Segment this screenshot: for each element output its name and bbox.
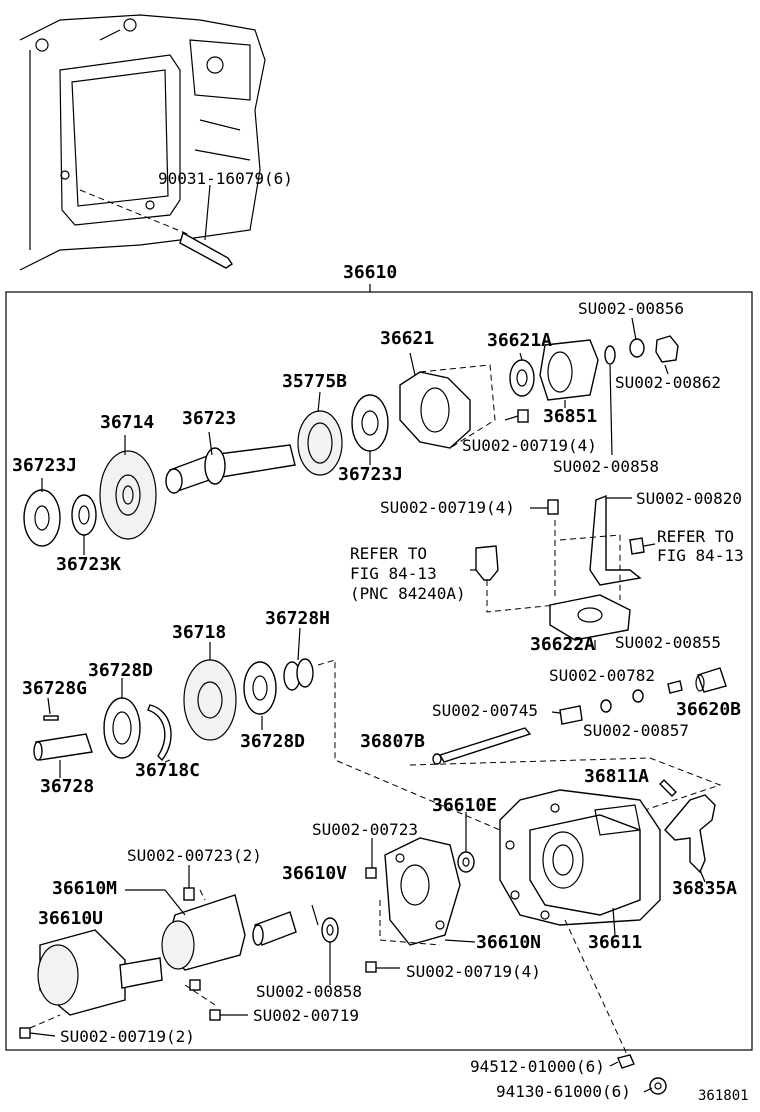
label-35775B: 35775B <box>282 371 348 392</box>
label-36610V: 36610V <box>282 863 348 884</box>
label-su002-00782: SU002-00782 <box>549 666 655 685</box>
shift-group <box>409 667 727 883</box>
stud-bolt <box>179 184 233 269</box>
figure-number: 361801 <box>698 1088 749 1104</box>
label-su002-00745: SU002-00745 <box>432 701 538 720</box>
label-assembly: 36610 <box>343 262 398 283</box>
label-36610E: 36610E <box>432 795 498 816</box>
label-36714: 36714 <box>100 412 155 433</box>
label-36610M: 36610M <box>52 878 118 899</box>
label-36728: 36728 <box>40 776 95 797</box>
label-36610N: 36610N <box>476 932 542 953</box>
label-36807B: 36807B <box>360 731 426 752</box>
label-94512-01000: 94512-01000(6) <box>470 1057 605 1076</box>
bracket-group <box>470 494 656 650</box>
label-36851: 36851 <box>543 406 598 427</box>
label-36620B: 36620B <box>676 699 742 720</box>
label-su002-00719-4-b: SU002-00719(4) <box>380 498 515 517</box>
label-su002-00723: SU002-00723 <box>312 820 418 839</box>
label-su002-00862: SU002-00862 <box>615 373 721 392</box>
label-36611: 36611 <box>588 932 643 953</box>
label-36728H: 36728H <box>265 608 331 629</box>
label-36723K: 36723K <box>56 554 122 575</box>
label-94130-61000: 94130-61000(6) <box>496 1082 631 1101</box>
label-refer-a-2: FIG 84-13 <box>350 564 437 583</box>
label-36610U: 36610U <box>38 908 104 929</box>
label-36723J-b: 36723J <box>338 464 404 485</box>
label-stud: 90031-16079(6) <box>158 169 293 188</box>
label-36622A: 36622A <box>530 634 596 655</box>
label-su002-00719-2: SU002-00719(2) <box>60 1027 195 1046</box>
label-36723J-a: 36723J <box>12 455 78 476</box>
label-su002-00858-a: SU002-00858 <box>553 457 659 476</box>
label-36811A: 36811A <box>584 766 650 787</box>
extension-housing <box>457 789 661 1059</box>
label-36835A: 36835A <box>672 878 738 899</box>
transmission-case-sketch <box>19 14 266 271</box>
label-36723: 36723 <box>182 408 237 429</box>
label-36621A: 36621A <box>487 330 553 351</box>
label-36728D-b: 36728D <box>240 731 306 752</box>
label-36718C: 36718C <box>135 760 201 781</box>
assembly-boundary <box>5 291 753 1051</box>
top-shaft-group <box>23 317 679 555</box>
label-su002-00858-b: SU002-00858 <box>256 982 362 1001</box>
label-refer-a-1: REFER TO <box>350 544 428 563</box>
label-su002-00857: SU002-00857 <box>583 721 689 740</box>
label-su002-00820: SU002-00820 <box>636 489 742 508</box>
label-36718: 36718 <box>172 622 227 643</box>
label-su002-00855: SU002-00855 <box>615 633 721 652</box>
shift-lever-housing <box>19 865 297 1039</box>
label-36621: 36621 <box>380 328 435 349</box>
label-refer-a-3: (PNC 84240A) <box>350 584 466 603</box>
label-su002-00719: SU002-00719 <box>253 1006 359 1025</box>
label-su002-00719-4-c: SU002-00719(4) <box>406 962 541 981</box>
label-36728G: 36728G <box>22 678 88 699</box>
label-su002-00723-2: SU002-00723(2) <box>127 846 262 865</box>
label-36728D-a: 36728D <box>88 660 154 681</box>
reverse-gear-group <box>33 627 501 831</box>
label-refer-b-1: REFER TO <box>657 527 735 546</box>
label-su002-00719-4-a: SU002-00719(4) <box>462 436 597 455</box>
cover-plate <box>311 837 476 985</box>
bottom-fasteners <box>609 1054 667 1095</box>
label-refer-b-2: FIG 84-13 <box>657 546 744 565</box>
label-su002-00856: SU002-00856 <box>578 299 684 318</box>
